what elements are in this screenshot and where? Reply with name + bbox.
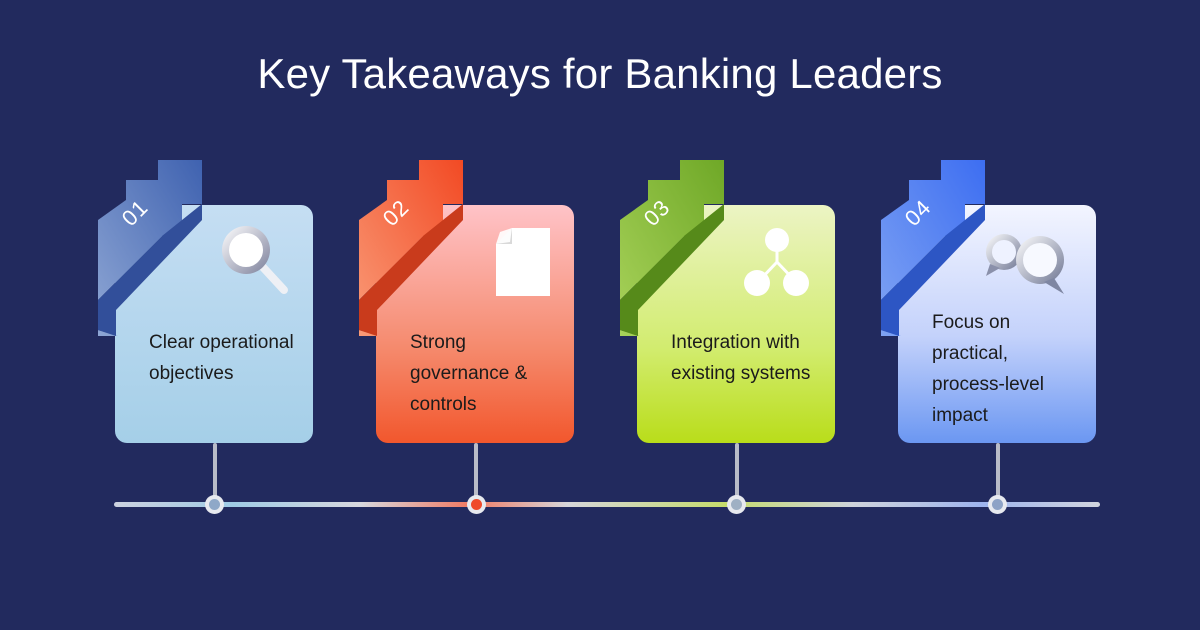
step-1-arrow xyxy=(98,160,202,336)
step-4-text: Focus on practical, process-level impact xyxy=(932,312,1044,426)
step-2-connector xyxy=(474,443,478,499)
step-card-3: Integration with existing systems xyxy=(637,205,835,443)
timeline-line xyxy=(114,502,1100,507)
network-icon xyxy=(744,228,809,296)
step-2-text: Strong governance & controls xyxy=(410,332,528,415)
step-1-connector xyxy=(213,443,217,499)
timeline-node-2 xyxy=(467,495,486,514)
timeline-node-1 xyxy=(205,495,224,514)
document-icon xyxy=(496,228,550,296)
chat-bubbles-icon xyxy=(986,234,1064,294)
step-2-arrow xyxy=(359,160,463,336)
timeline-node-3 xyxy=(727,495,746,514)
page-title: Key Takeaways for Banking Leaders xyxy=(257,50,943,97)
step-3-connector xyxy=(735,443,739,499)
step-3-arrow xyxy=(620,160,724,336)
timeline-node-4 xyxy=(988,495,1007,514)
step-4-connector xyxy=(996,443,1000,499)
step-1-text: Clear operational objectives xyxy=(149,332,294,384)
magnifier-icon xyxy=(222,226,288,294)
step-3-text: Integration with existing systems xyxy=(671,332,811,384)
step-4-arrow xyxy=(881,160,985,336)
